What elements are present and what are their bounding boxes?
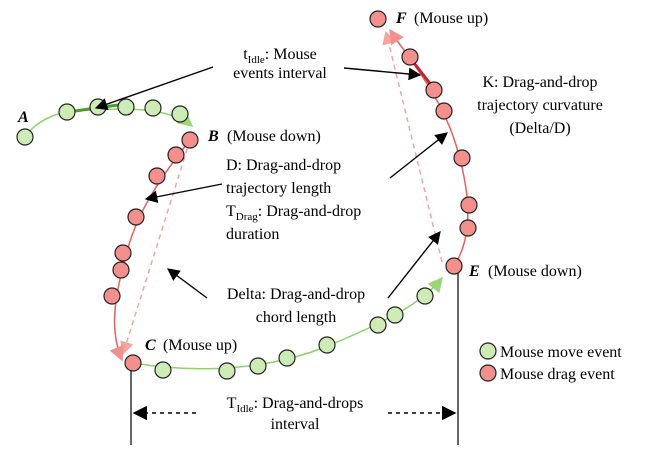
drag-event-dot — [401, 48, 419, 66]
drag-event-dot — [114, 244, 132, 262]
move-event-dot — [117, 98, 135, 116]
point-e-dot — [445, 257, 463, 275]
chord-line-e-f — [382, 30, 443, 263]
move-trajectory-a-b — [24, 108, 194, 137]
point-c-dot — [124, 354, 142, 372]
tidle-arrow-left — [94, 66, 214, 111]
legend-move-swatch — [479, 342, 497, 360]
drag-event-dot — [460, 196, 478, 214]
k-label-line2: trajectory curvature — [477, 97, 603, 114]
move-event-dot — [416, 287, 434, 305]
delta-arrow-right — [387, 231, 441, 299]
drag-event-dot — [435, 102, 453, 120]
drag-events-b-c — [103, 131, 199, 305]
drag-event-dot — [112, 261, 130, 279]
move-event-dot — [218, 362, 236, 380]
drag-events-e-f — [401, 48, 478, 237]
move-event-dot — [154, 361, 172, 379]
k-label-line3: (Delta/D) — [509, 120, 570, 137]
d-label-line2: trajectory length — [226, 180, 331, 197]
drag-event-dot — [453, 149, 471, 167]
drag-event-dot — [167, 146, 185, 164]
move-event-dot — [58, 103, 76, 121]
bottom-interval-label-line2: interval — [271, 416, 320, 433]
tidle-arrow-right — [343, 67, 422, 81]
legend-move-label: Mouse move event — [500, 344, 622, 361]
k-arrow — [389, 132, 448, 179]
move-event-dot — [278, 349, 296, 367]
drag-event-dot — [148, 167, 166, 185]
tidle-label-line2: events interval — [233, 65, 327, 82]
move-event-dot — [386, 306, 404, 324]
move-event-dot — [171, 105, 189, 123]
drag-event-dot — [459, 219, 477, 237]
drag-event-dot — [181, 131, 199, 149]
legend: Mouse move event Mouse drag event — [479, 342, 622, 383]
delta-label-line2: chord length — [256, 309, 336, 326]
legend-drag-swatch — [479, 364, 497, 382]
point-a-label: A — [17, 109, 29, 126]
point-f-label: F — [395, 10, 407, 27]
point-b-note: (Mouse down) — [227, 128, 321, 145]
point-f-note: (Mouse up) — [414, 10, 488, 27]
tidle-label: tIdle: Mouse — [243, 46, 317, 66]
point-e-label: E — [468, 263, 480, 280]
move-event-dot — [144, 99, 162, 117]
tdrag-label: TDrag: Drag-and-drop — [226, 203, 361, 223]
bottom-interval-label: TIdle: Drag-and-drops — [227, 395, 364, 415]
point-b-label: B — [207, 128, 219, 145]
move-event-dot — [318, 336, 336, 354]
point-e-note: (Mouse down) — [488, 263, 582, 280]
d-arrow — [144, 183, 223, 203]
delta-label-line1: Delta: Drag-and-drop — [227, 286, 365, 303]
move-event-dot — [249, 357, 267, 375]
k-label-line1: K: Drag-and-drop — [482, 74, 597, 91]
chord-line-b-c — [120, 139, 191, 356]
legend-drag-label: Mouse drag event — [500, 366, 615, 383]
move-events-c-e — [154, 287, 434, 380]
point-c-note: (Mouse up) — [163, 337, 237, 354]
point-f-dot — [369, 10, 387, 28]
d-label-line1: D: Drag-and-drop — [226, 157, 341, 174]
drag-event-dot — [127, 208, 145, 226]
delta-arrow-left — [166, 268, 208, 299]
point-c-label: C — [145, 337, 156, 354]
drag-event-dot — [103, 287, 121, 305]
drag-event-dot — [425, 81, 443, 99]
move-event-dot — [16, 128, 34, 146]
move-event-dot — [369, 316, 387, 334]
tdrag-label-line2: duration — [226, 226, 279, 243]
